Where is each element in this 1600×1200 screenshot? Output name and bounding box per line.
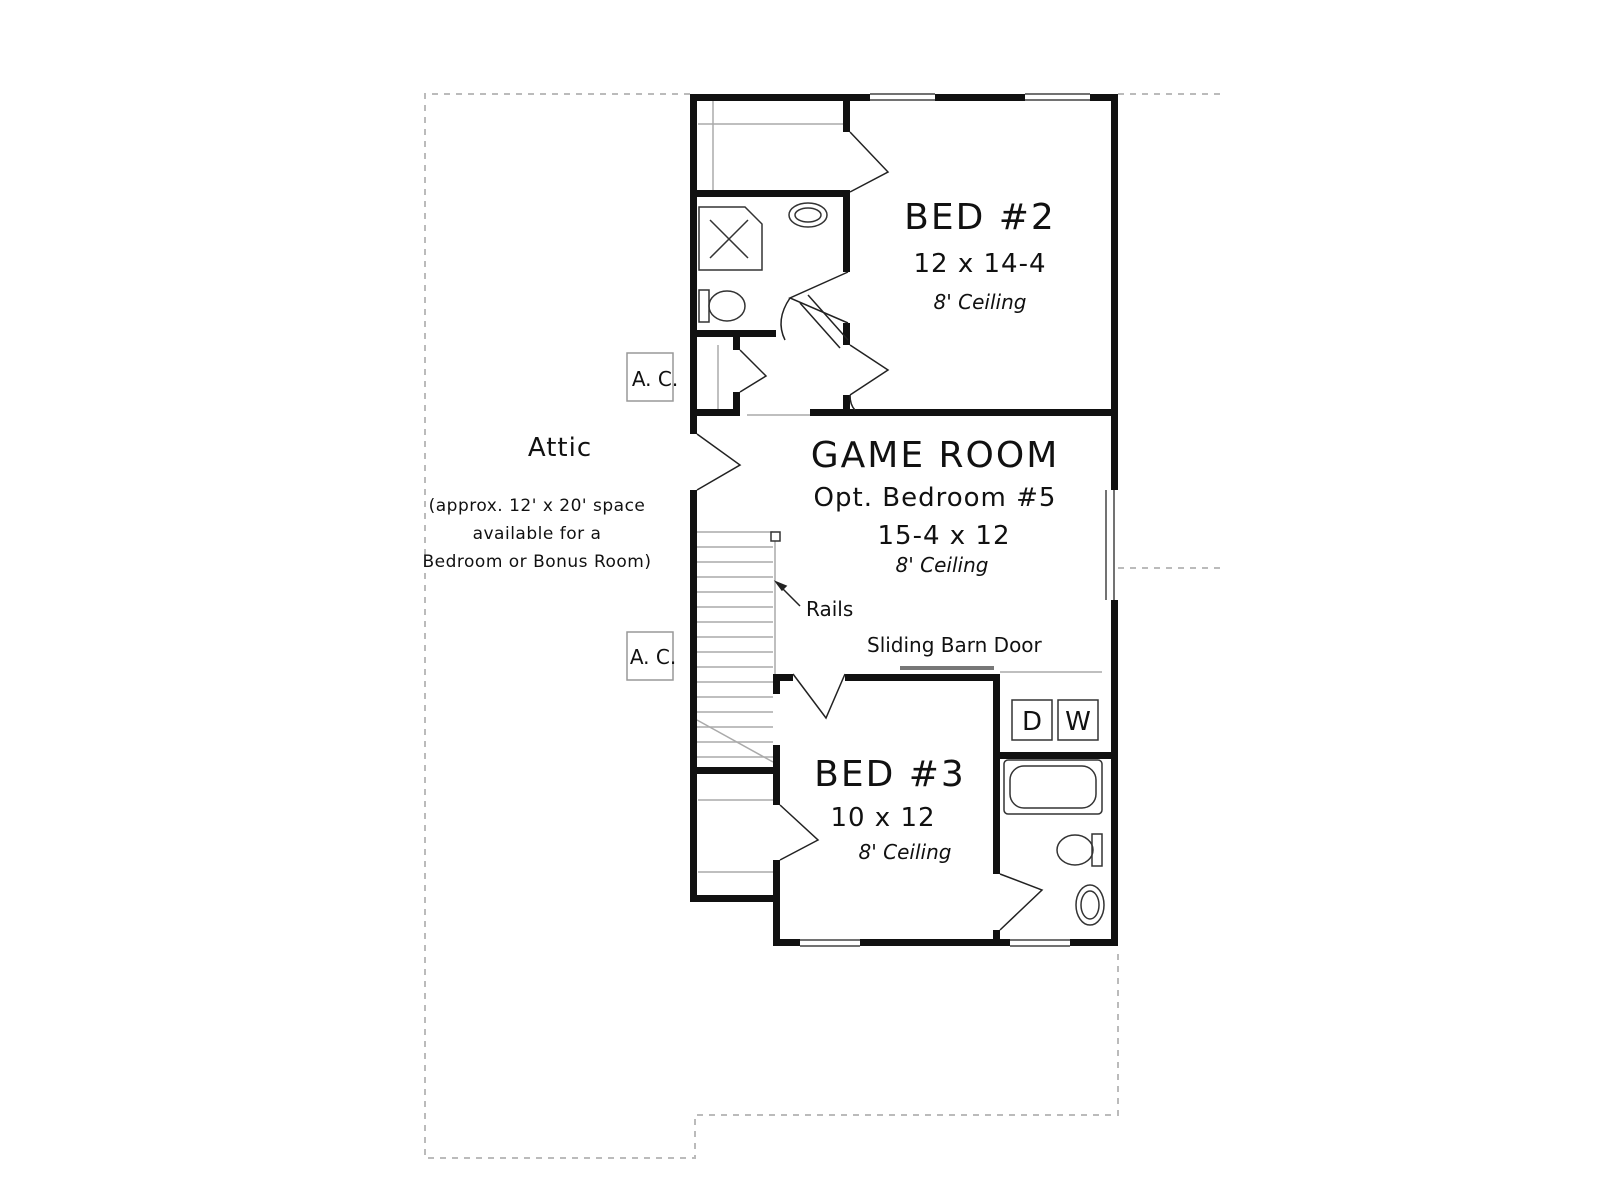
rails-pointer-icon — [773, 580, 801, 607]
washer-label: W — [1065, 707, 1091, 737]
dryer-box — [1011, 699, 1053, 741]
barn-door-label: Sliding Barn Door — [867, 633, 1043, 657]
attic-note-line-3: Bedroom or Bonus Room) — [422, 552, 651, 572]
toilet-lower — [1056, 833, 1103, 867]
game-room-ceiling: 8' Ceiling — [896, 553, 989, 577]
door-swings — [696, 131, 1044, 931]
bed2-dims: 12 x 14-4 — [913, 249, 1046, 279]
bathtub — [1003, 759, 1103, 815]
closet-shelves — [698, 100, 1102, 873]
stairs — [696, 531, 776, 763]
windows — [800, 93, 1115, 947]
bed3-title: BED #3 — [814, 754, 966, 795]
attic-title: Attic — [528, 433, 592, 463]
bed3-ceiling: 8' Ceiling — [859, 840, 952, 864]
roof-outline — [424, 93, 1220, 1159]
sink-lower — [1075, 884, 1105, 926]
ac-box-lower — [626, 631, 674, 681]
bed2-title: BED #2 — [904, 197, 1056, 238]
shower — [698, 206, 763, 271]
attic-note-line-1: (approx. 12' x 20' space — [429, 496, 646, 516]
ac-label-upper: A. C. — [632, 367, 678, 391]
game-room-title: GAME ROOM — [811, 435, 1060, 476]
game-room-dims: 15-4 x 12 — [877, 521, 1010, 551]
bed2-ceiling: 8' Ceiling — [934, 290, 1027, 314]
barn-door-track — [900, 666, 994, 670]
rails-label: Rails — [806, 597, 853, 621]
walls — [690, 94, 1118, 946]
game-room-subtitle: Opt. Bedroom #5 — [814, 483, 1057, 513]
stair-newel-post — [770, 531, 781, 542]
dryer-label: D — [1022, 707, 1042, 737]
ac-box-upper — [626, 352, 674, 402]
toilet-upper — [698, 289, 746, 323]
ac-label-lower: A. C. — [630, 645, 676, 669]
washer-box — [1057, 699, 1099, 741]
sink-upper — [788, 202, 828, 228]
bed3-dims: 10 x 12 — [830, 803, 935, 833]
attic-note-line-2: available for a — [473, 524, 602, 544]
